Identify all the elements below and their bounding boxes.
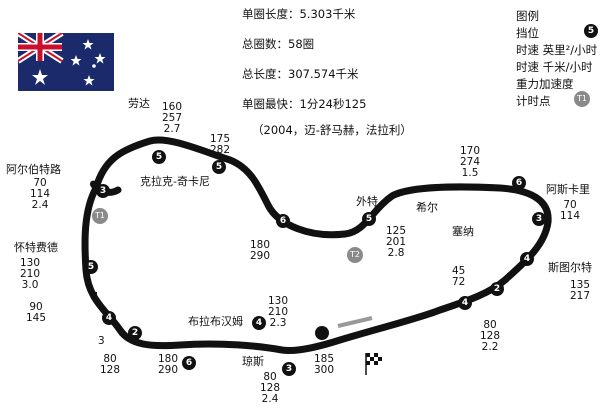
speed-readout: 180 290 [158,353,179,376]
gear-marker: 3 [282,362,296,376]
speed-readout: 180 290 [250,239,271,262]
start-marker [315,326,329,340]
gear-marker: 4 [252,316,266,330]
speed-readout: 70 114 [560,199,581,222]
speed-readout: 185 300 [314,353,335,376]
corner-label: 布拉布汉姆 [188,315,243,328]
gear-marker: 3 [532,212,546,226]
corner-label: 斯图尔特 [548,261,592,274]
legend-speed-mph: 时速 英里²/小时 [516,43,598,57]
corner-label: 阿斯卡里 [546,183,590,196]
legend-title: 图例 [516,9,539,23]
speed-readout: 45 72 [452,265,466,288]
corner-label: 塞纳 [452,225,474,238]
timing-point: T1 [92,208,108,224]
gear-marker: 2 [128,326,142,340]
speed-readout: 175 282 [210,133,231,156]
corner-label: 外特 [356,195,378,208]
speed-readout: 90 145 [26,301,47,324]
gear-marker: 3 [96,184,110,198]
pit-lane [337,316,373,328]
corner-label: 劳达 [128,97,150,110]
speed-readout: 80 128 [100,353,121,376]
gear-marker: 5 [84,260,98,274]
corner-label: 琼斯 [242,355,264,368]
speed-readout: 70 114 2.4 [30,177,51,211]
speed-readout: 3 [98,335,105,347]
fastest-lap: 单圈最快：1分24秒125 [242,97,367,111]
speed-readout: 170 274 1.5 [460,145,481,179]
legend-timing-icon: T1 [574,91,590,107]
speed-readout: 160 257 2.7 [162,101,183,135]
australia-flag-icon [18,33,114,91]
gear-marker: 4 [520,252,534,266]
union-jack [18,33,64,64]
gear-marker: 5 [362,212,376,226]
legend-timing: 计时点 [516,94,551,108]
legend-gear-icon: 5 [584,24,598,38]
speed-readout: 80 128 2.2 [480,319,501,353]
track-line [81,136,552,354]
timing-point: T2 [347,247,363,263]
corner-label: 克拉克-奇卡尼 [140,175,210,188]
corner-label: 希尔 [416,201,438,214]
gear-marker: 4 [458,296,472,310]
legend-gear: 挡位 [516,26,539,40]
gear-marker: 5 [152,150,166,164]
lap-length: 单圈长度：5.303千米 [242,7,356,21]
fastest-lap-detail: （2004，迈-舒马赫，法拉利） [252,123,412,137]
gear-marker: 5 [212,160,226,174]
gear-marker: 4 [102,311,116,325]
total-length: 总长度：307.574千米 [242,67,359,81]
legend-speed-kmh: 时速 千米/小时 [516,60,593,74]
gear-marker: 6 [182,356,196,370]
lap-count: 总圈数：58圈 [242,37,315,51]
speed-readout: 125 201 2.8 [386,225,407,259]
speed-readout: 80 128 2.4 [260,371,281,405]
speed-readout: 130 210 3.0 [20,257,41,291]
legend-g-force: 重力加速度 [516,77,574,91]
gear-marker: 2 [490,282,504,296]
speed-readout: 130 210 2.3 [268,295,289,329]
speed-readout: 4 [92,291,99,303]
finish-flag-icon [365,353,382,375]
gear-marker: 6 [512,176,526,190]
corner-label: 阿尔伯特路 [6,163,61,176]
stars [32,39,106,86]
gear-marker: 6 [276,214,290,228]
speed-readout: 135 217 [570,279,591,302]
corner-label: 怀特费德 [14,241,58,254]
